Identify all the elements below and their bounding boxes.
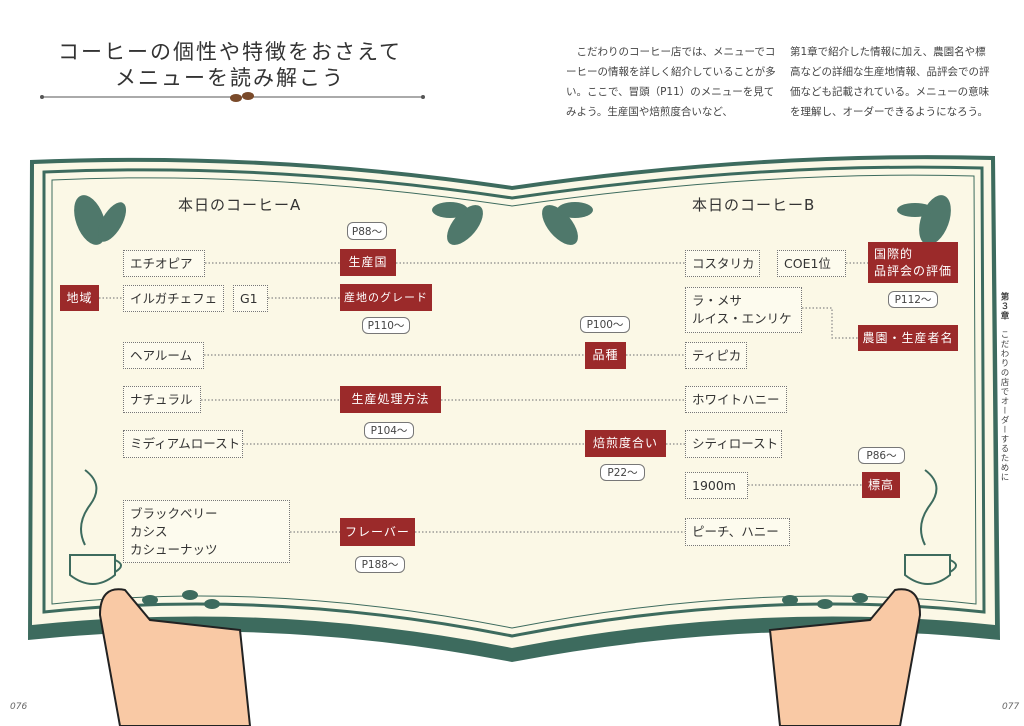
menu-b-roast: シティロースト (685, 430, 782, 458)
menu-b-title: 本日のコーヒーB (692, 196, 816, 214)
menu-b-farm: ラ・メサ ルイス・エンリケ (685, 287, 802, 333)
ref-roast: P22～ (600, 464, 645, 481)
label-country: 生産国 (340, 249, 396, 276)
hand-left (98, 588, 252, 726)
page-title-line1: コーヒーの個性や特徴をおさえて (58, 40, 402, 64)
menu-b-altitude: 1900m (685, 472, 748, 499)
menu-a-title: 本日のコーヒーA (178, 196, 302, 214)
coffee-cup-icon (69, 469, 957, 585)
ref-country: P88～ (347, 222, 387, 240)
label-variety: 品種 (585, 342, 626, 369)
menu-a-variety: ヘアルーム (123, 342, 204, 369)
menu-a-flavor: ブラックベリー カシス カシューナッツ (123, 500, 290, 563)
label-region: 地域 (60, 285, 99, 311)
connector-lines (99, 262, 868, 533)
ref-process: P104～ (364, 422, 414, 439)
hand-right (768, 588, 922, 726)
menu-a-roast: ミディアムロースト (123, 430, 243, 458)
ref-variety: P100～ (580, 316, 630, 333)
label-award: 国際的 品評会の評価 (868, 242, 958, 283)
label-process: 生産処理方法 (340, 386, 441, 413)
page-number-left: 076 (10, 702, 28, 712)
label-altitude: 標高 (862, 472, 900, 498)
label-roast: 焙煎度合い (585, 430, 666, 457)
title-divider (40, 92, 425, 102)
page-number-right: 077 (1002, 702, 1020, 712)
menu-b-variety: ティピカ (685, 342, 747, 369)
label-grade: 産地のグレード (340, 284, 432, 311)
intro-text-col2: 第1章で紹介した情報に加え、農園名や標高などの詳細な生産地情報、品評会での評価な… (790, 46, 990, 118)
page-title-line2: メニューを読み解こう (115, 66, 345, 90)
coffee-beans-icon (142, 590, 868, 609)
menu-b-country: コスタリカ (685, 250, 760, 277)
ref-grade: P110～ (362, 317, 410, 334)
ref-flavor: P188～ (355, 556, 405, 573)
menu-a-country: エチオピア (123, 250, 205, 277)
ref-award: P112～ (888, 291, 938, 308)
coffee-beans-icon (230, 92, 254, 102)
ref-altitude: P86～ (858, 447, 905, 464)
label-flavor: フレーバー (340, 518, 415, 546)
label-farm: 農園・生産者名 (858, 325, 958, 351)
chapter-label: 第３章 (999, 292, 1009, 321)
menu-a-process: ナチュラル (123, 386, 201, 413)
menu-b-process: ホワイトハニー (685, 386, 787, 413)
coffee-leaf-icon (74, 195, 951, 245)
menu-b-award: COE1位 (777, 250, 846, 277)
intro-text-col1: こだわりのコーヒー店では、メニューでコーヒーの情報を詳しく紹介していることが多い… (566, 46, 776, 118)
menu-a-grade: G1 (233, 285, 268, 312)
chapter-title: こだわりの店でオーダーするために (999, 330, 1009, 482)
menu-a-region: イルガチェフェ (123, 285, 224, 312)
menu-b-flavor: ピーチ、ハニー (685, 518, 790, 546)
